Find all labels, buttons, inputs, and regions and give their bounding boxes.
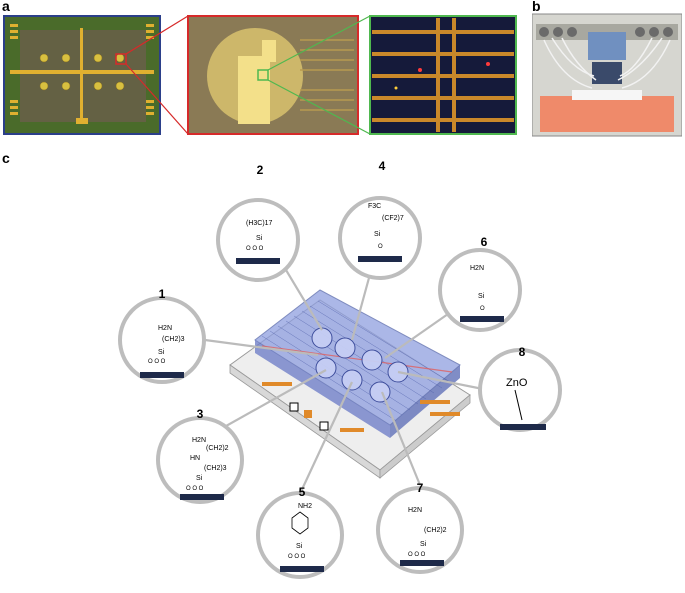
chip-overview-image <box>3 15 161 135</box>
sensor-zoom-image <box>187 15 359 135</box>
molecule-number: 8 <box>519 345 526 359</box>
molecule-circle-7: 7 H2N (CH2)2 Si O O O <box>376 481 464 574</box>
molecule-label: O O O <box>246 246 264 252</box>
molecule-label: F3C <box>368 203 381 210</box>
molecule-label: O O O <box>148 359 166 365</box>
panel-c-diagram: 1 H2N (CH2)3 Si O O O 2 (H3C)17 Si O O O… <box>118 160 562 579</box>
molecule-circle-6: 6 H2N Si O <box>438 235 522 332</box>
panel-a-micrographs <box>3 15 517 135</box>
molecule-label: (H3C)17 <box>246 220 273 227</box>
molecule-label: (CH2)3 <box>162 336 185 343</box>
molecule-number: 7 <box>417 481 424 495</box>
molecule-label: Si <box>196 475 203 482</box>
molecule-number: 4 <box>379 160 386 173</box>
molecule-number: 1 <box>159 287 166 301</box>
molecule-label: (CH2)2 <box>424 527 447 534</box>
molecule-number: 6 <box>481 235 488 249</box>
molecule-label: H2N <box>470 265 484 272</box>
molecule-label: Si <box>256 235 263 242</box>
molecule-number: 2 <box>257 163 264 177</box>
nanowire-zoom-image <box>369 15 517 135</box>
molecule-label: O <box>480 306 485 312</box>
molecule-label: Si <box>158 349 165 356</box>
molecule-label: Si <box>478 293 485 300</box>
molecule-circle-4: 4 F3C (CF2)7 Si O <box>338 160 422 280</box>
molecule-label: O O O <box>408 552 426 558</box>
molecule-label: Si <box>374 231 381 238</box>
panel-label-c: c <box>2 150 10 166</box>
molecule-circle-5: 5 NH2 Si O O O <box>256 485 344 579</box>
molecule-circle-1: 1 H2N (CH2)3 Si O O O <box>118 287 206 384</box>
molecule-number: 5 <box>299 485 306 499</box>
molecule-circle-3: 3 H2N (CH2)2 HN (CH2)3 Si O O O <box>156 407 244 504</box>
molecule-label: O <box>378 244 383 250</box>
molecule-label: Si <box>420 541 427 548</box>
microfluidic-device <box>229 289 471 479</box>
molecule-label: O O O <box>186 486 204 492</box>
molecule-circle-8: 8 ZnO <box>478 345 562 432</box>
molecule-label: O O O <box>288 554 306 560</box>
molecule-label: (CH2)3 <box>204 465 227 472</box>
molecule-label: Si <box>296 543 303 550</box>
molecule-label: (CH2)2 <box>206 445 229 452</box>
molecule-label: (CF2)7 <box>382 215 404 222</box>
molecule-number: 3 <box>197 407 204 421</box>
molecule-label: NH2 <box>298 503 312 510</box>
molecule-label: HN <box>190 455 200 462</box>
molecule-label: ZnO <box>506 377 528 389</box>
panel-label-b: b <box>532 0 541 14</box>
molecule-label: H2N <box>192 437 206 444</box>
molecule-label: H2N <box>408 507 422 514</box>
panel-label-a: a <box>2 0 10 14</box>
molecule-label: H2N <box>158 325 172 332</box>
molecule-circle-2: 2 (H3C)17 Si O O O <box>216 163 300 282</box>
panel-b-setup-photo <box>532 13 682 137</box>
